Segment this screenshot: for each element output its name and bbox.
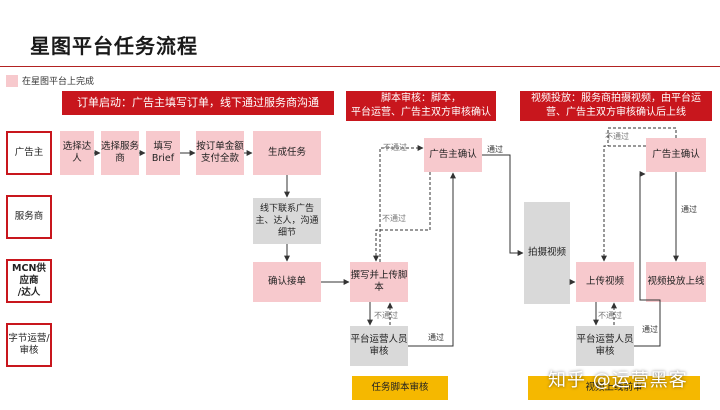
- node-fill-brief: 填写 Brief: [146, 131, 180, 175]
- label-fail-script-review: 不通过: [374, 311, 398, 320]
- node-advertiser-confirm-2: 广告主确认: [646, 138, 706, 172]
- edge-advertiser2-self-fail: [607, 127, 677, 146]
- node-advertiser-confirm-1: 广告主确认: [424, 138, 482, 172]
- edge-advertiser2-upload-fail: [601, 145, 646, 262]
- label-fail-video-review: 不通过: [598, 311, 622, 320]
- edge-advertiser1-fail-loop: [379, 145, 424, 262]
- page-title: 星图平台任务流程: [30, 34, 198, 58]
- node-video-launch: 视频投放上线: [646, 262, 706, 302]
- banner-order-start: 订单启动：广告主填写订单，线下通过服务商沟通: [62, 91, 334, 115]
- banner-script-review: 脚本审核：脚本， 平台运营、广告主双方审核确认: [346, 91, 496, 121]
- label-pass-video-review: 通过: [642, 325, 658, 334]
- node-upload-video: 上传视频: [576, 262, 634, 302]
- role-mcn-talent: MCN供应商 /达人: [6, 259, 52, 303]
- node-write-script: 撰写并上传脚本: [350, 262, 408, 302]
- edge-video-review-pass: [634, 171, 661, 347]
- node-confirm-order: 确认接单: [253, 262, 321, 302]
- node-video-prelaunch-review: 视频上线前审: [528, 376, 700, 400]
- label-pass-advertiser-1: 通过: [487, 145, 503, 154]
- label-fail-script: 不通过: [382, 214, 406, 223]
- node-select-talent: 选择达人: [60, 131, 94, 175]
- edge-advertiser-shoot-pass: [482, 154, 524, 256]
- role-service-provider: 服务商: [6, 195, 52, 239]
- label-pass-script-review: 通过: [428, 333, 444, 342]
- node-create-task: 生成任务: [253, 131, 321, 175]
- label-fail-script-loop: 不通过: [383, 143, 407, 152]
- node-script-review: 平台运营人员审核: [350, 326, 408, 366]
- node-select-provider: 选择服务商: [101, 131, 139, 175]
- legend-swatch: [6, 75, 18, 87]
- title-divider: [0, 66, 720, 67]
- edge-review-advertiser-pass: [408, 172, 456, 347]
- legend-label: 在星图平台上完成: [22, 77, 95, 87]
- node-offline-contact: 线下联系广告主、达人，沟通细节: [253, 198, 321, 244]
- node-pay-full: 按订单金额支付全款: [196, 131, 244, 175]
- label-fail-video-top: 不通过: [605, 132, 629, 141]
- node-shoot-video: 拍摄视频: [524, 202, 570, 304]
- node-video-review: 平台运营人员审核: [576, 326, 634, 366]
- role-bytedance-ops: 字节运营/ 审核: [6, 323, 52, 367]
- label-pass-advertiser-2: 通过: [681, 205, 697, 214]
- role-advertiser: 广告主: [6, 131, 52, 175]
- banner-video-launch: 视频投放：服务商拍摄视频，由平台运营、广告主双方审核确认后上线: [520, 91, 712, 121]
- watermark: 知乎 @运营黑客: [548, 370, 688, 391]
- node-task-script-review: 任务脚本审核: [352, 376, 448, 400]
- edge-advertiser-write-fail: [373, 172, 431, 262]
